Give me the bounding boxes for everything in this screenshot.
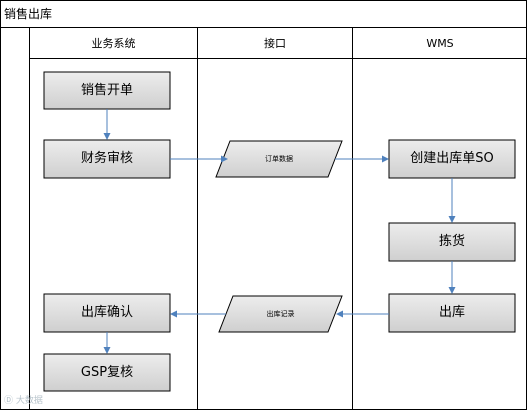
lane-header-business: 业务系统 — [91, 37, 136, 50]
diagram-title: 销售出库 — [4, 7, 53, 21]
sales-order-box — [43, 71, 171, 110]
outbound-box — [388, 293, 516, 333]
watermark: Ⓓ 大数据 — [4, 396, 43, 406]
outbound-record-shape — [218, 295, 343, 333]
finance-review-box — [43, 139, 171, 179]
create-so-box — [388, 139, 516, 179]
gsp-recheck-box — [43, 353, 171, 392]
order-data-shape — [215, 140, 343, 178]
outbound-confirm-box — [43, 293, 171, 333]
picking-box — [388, 222, 516, 262]
lane-header-wms: WMS — [426, 37, 454, 50]
lane-header-interface: 接口 — [264, 37, 286, 50]
